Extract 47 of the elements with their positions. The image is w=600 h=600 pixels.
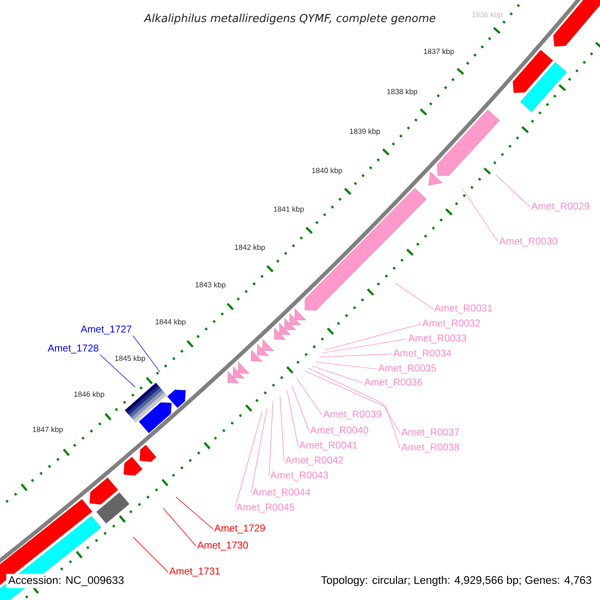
- leader-line: [234, 412, 262, 508]
- gene-label: Amet_R0044: [252, 488, 310, 498]
- leader-line: [308, 368, 400, 434]
- leader-line: [462, 188, 498, 242]
- gene-label: Amet_1727: [80, 326, 132, 334]
- title: Alkaliphilus metalliredigens QYMF, complete genome: [144, 14, 436, 24]
- leader-line: [250, 408, 268, 494]
- gene-label: Amet_R0036: [364, 378, 422, 388]
- gene-label: Amet_R0031: [434, 304, 492, 314]
- gene-label: Amet_R0030: [499, 238, 558, 246]
- gene-label: Amet_1729: [214, 524, 265, 534]
- leader-line: [322, 338, 408, 354]
- leader-line: [100, 354, 136, 388]
- leader-line: [280, 396, 284, 462]
- leader-line: [292, 386, 310, 432]
- gene-label: Amet_R0038: [401, 444, 460, 452]
- leader-line: [162, 508, 196, 546]
- gene-label: Amet_R0045: [236, 504, 294, 512]
- gene-label: Amet_1728: [48, 344, 98, 354]
- leader-line: [176, 496, 214, 530]
- leader-line: [318, 354, 392, 358]
- leader-line: [496, 174, 530, 208]
- gene-label: Amet_R0029: [531, 202, 590, 212]
- gene-label: Amet_1730: [197, 542, 248, 550]
- gene-label: Amet_R0043: [270, 472, 328, 480]
- leader-line: [316, 362, 378, 370]
- leader-line: [324, 324, 422, 350]
- leader-line: [312, 366, 364, 384]
- info-label: Topology: circular; Length: 4,929,566 bp; Genes: 4,763: [318, 574, 594, 588]
- gene-label: Amet_R0042: [285, 456, 344, 466]
- accession-label: Accession: NC_009633: [6, 574, 126, 588]
- gene-label: Amet_R0037: [401, 428, 460, 438]
- leader-line: [296, 378, 322, 416]
- gene-label: Amet_R0039: [323, 410, 382, 420]
- leader-line: [286, 390, 298, 446]
- gene-label: Amet_R0033: [408, 334, 466, 344]
- gene-label: Amet_R0040: [310, 426, 368, 436]
- gene-label: Amet_R0034: [393, 350, 452, 358]
- leader-line: [268, 400, 274, 476]
- leader-line: [304, 370, 400, 448]
- leader-line: [132, 335, 160, 372]
- gene-label: Amet_R0035: [378, 364, 436, 374]
- leader-line: [394, 282, 434, 310]
- leader-line: [132, 536, 168, 572]
- gene-label: Amet_R0032: [422, 320, 480, 328]
- gene-label: Amet_R0041: [299, 442, 358, 450]
- gene-label: Amet_1731: [169, 568, 220, 576]
